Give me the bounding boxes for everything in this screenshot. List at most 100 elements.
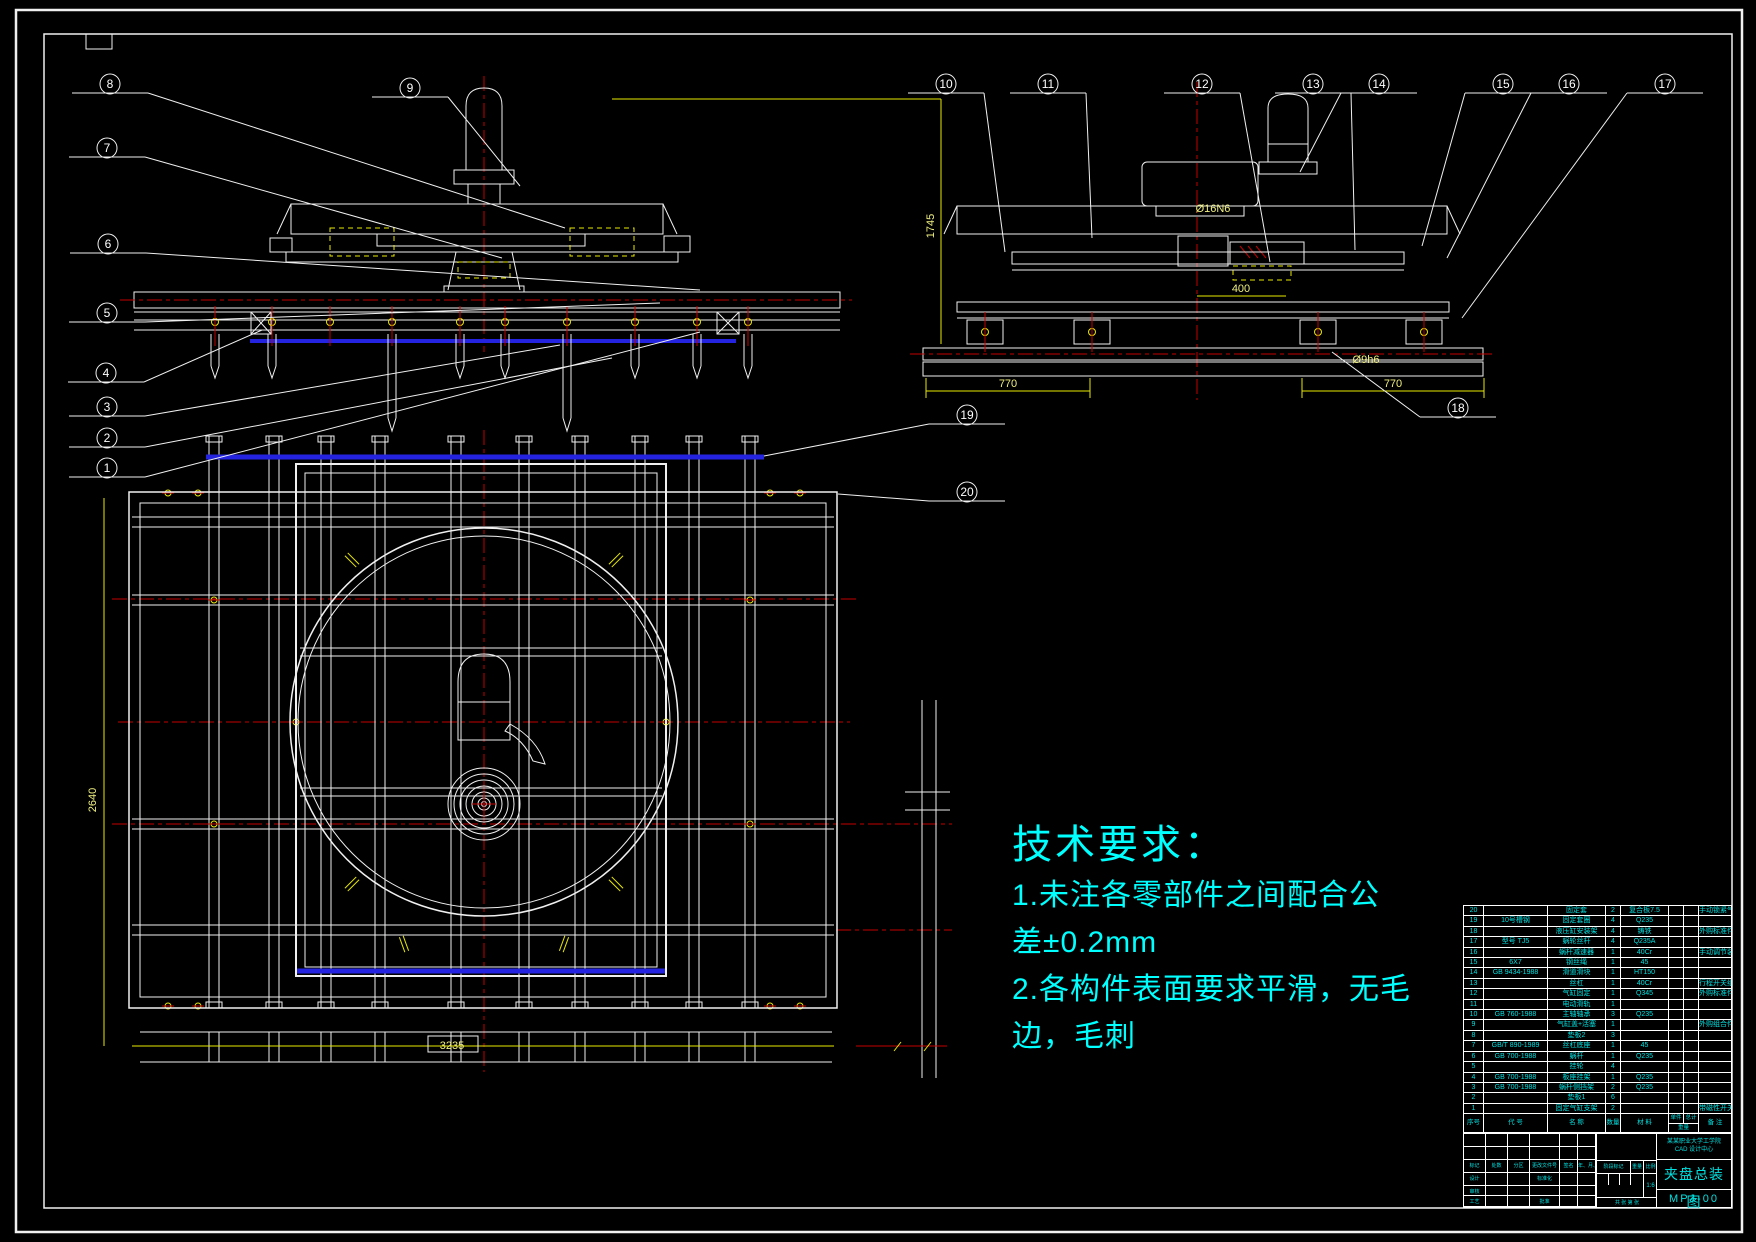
technical-requirements: 技术要求： 1.未注各零部件之间配合公 差±0.2mm 2.各构件表面要求平滑，… [1012, 818, 1452, 1060]
weld-mark [558, 935, 570, 953]
parts-cell: 手动锁紧气缸 [1699, 907, 1731, 914]
parts-cell: Q235A [1621, 937, 1669, 947]
parts-cell [1684, 1093, 1699, 1103]
parts-cell: 6 [1606, 1093, 1621, 1103]
parts-cell [1684, 989, 1699, 999]
leader-line [1239, 92, 1271, 263]
parts-cell: GB 9434-1988 [1484, 968, 1548, 978]
parts-cell: 手动调节装置 [1699, 948, 1731, 956]
plan-view: 2640 3235 [87, 430, 952, 1078]
title-block-cell [1486, 1196, 1508, 1207]
balloon [96, 302, 118, 324]
balloon [1447, 397, 1469, 419]
parts-cell: 12 [1464, 989, 1484, 999]
parts-cell [1699, 958, 1731, 967]
dim-dia9: Ø9h6 [1353, 354, 1380, 366]
parts-cell: 固定气缸支架 [1548, 1103, 1606, 1114]
balloon-number: 5 [104, 306, 111, 320]
parts-cell: 45 [1621, 1041, 1669, 1051]
parts-cell: 1 [1606, 1051, 1621, 1062]
balloon-number: 18 [1451, 401, 1465, 415]
leader-line [447, 96, 521, 187]
tech-requirement-line: 2.各构件表面要求平滑，无毛 [1012, 973, 1412, 1006]
balloon [95, 362, 117, 384]
parts-cell: 18 [1464, 926, 1484, 937]
balloon [96, 137, 118, 159]
parts-cell [1699, 1041, 1731, 1050]
parts-cell: 1 [1606, 978, 1621, 989]
balloon-number: 8 [107, 77, 114, 91]
parts-row: 16蜗杆减速器140Cr手动调节装置 [1464, 947, 1731, 959]
stage-mark-boxes [1597, 1173, 1631, 1185]
parts-cell: 1 [1464, 1103, 1484, 1114]
parts-cell: 2 [1606, 906, 1621, 916]
parts-cell [1669, 1072, 1684, 1082]
parts-cell: Q345 [1621, 989, 1669, 999]
balloon [1558, 73, 1580, 95]
parts-cell [1484, 989, 1548, 999]
parts-cell: 滑道滑块 [1548, 968, 1606, 978]
parts-cell [1684, 947, 1699, 958]
parts-cell: 外购组合件 [1699, 1021, 1731, 1029]
balloon [956, 404, 978, 426]
title-block-cell [1578, 1173, 1596, 1186]
balloon-number: 11 [1042, 77, 1055, 91]
parts-cell [1699, 1010, 1731, 1019]
parts-cell: 气缸盖+活塞 [1548, 1020, 1606, 1030]
leader-line [144, 302, 661, 323]
col-header-unit-weight: 单件 [1669, 1114, 1684, 1123]
balloon-number: 10 [939, 77, 953, 91]
parts-cell: 铸铁 [1621, 926, 1669, 937]
parts-cell: 垫板1 [1548, 1093, 1606, 1103]
scale-value: 1:6 [1644, 1173, 1657, 1197]
balloon-number: 9 [407, 81, 414, 95]
parts-cell: 液压缸安装架 [1548, 926, 1606, 937]
parts-cell [1669, 968, 1684, 978]
parts-cell: 挂轮 [1548, 1062, 1606, 1072]
parts-cell: 固定套 [1548, 906, 1606, 916]
title-block-label: 年、月、日 [1578, 1160, 1596, 1173]
parts-cell [1684, 1051, 1699, 1062]
balloon-number: 7 [104, 141, 111, 155]
parts-cell [1669, 1041, 1684, 1051]
parts-cell [1684, 958, 1699, 968]
parts-cell [1484, 906, 1548, 916]
parts-cell: 固定套圈 [1548, 916, 1606, 926]
col-header-name: 名 称 [1548, 1114, 1606, 1132]
parts-cell: 外购标准件 [1699, 927, 1731, 935]
parts-cell [1699, 1083, 1731, 1092]
parts-cell [1684, 906, 1699, 916]
parts-cell: GB 760-1988 [1484, 1010, 1548, 1020]
sheet-frame [14, 8, 1744, 1234]
stage-scale-block: 阶段标记 重量 比例 1:6 共 张 第 张 [1596, 1134, 1657, 1207]
parts-cell: 14 [1464, 968, 1484, 978]
weld-mark [608, 876, 624, 892]
parts-cell: 外购标准件 [1699, 990, 1731, 998]
parts-list-table: 20固定套2复合板7.5手动锁紧气缸1910号槽钢固定套圈4Q23518液压缸安… [1463, 905, 1732, 1114]
tech-requirements-title: 技术要求： [1012, 823, 1227, 867]
title-block-right: 某某职业大学工学院 CAD 设计中心 夹盘总装图 MPJ-00 [1656, 1134, 1731, 1210]
title-block-label: 设计 [1464, 1173, 1486, 1186]
parts-cell [1484, 1020, 1548, 1030]
leader-line [144, 331, 701, 478]
balloon [96, 457, 118, 479]
balloon [399, 77, 421, 99]
plan-view-dimensions: 2640 3235 [87, 498, 947, 1053]
col-header-total-weight: 总计 [1685, 1115, 1697, 1121]
parts-cell: 17 [1464, 937, 1484, 947]
parts-cell: 10号槽钢 [1484, 916, 1548, 926]
balloon [956, 481, 978, 503]
parts-cell: 40Cr [1621, 947, 1669, 958]
parts-cell: Q235 [1621, 1082, 1669, 1093]
